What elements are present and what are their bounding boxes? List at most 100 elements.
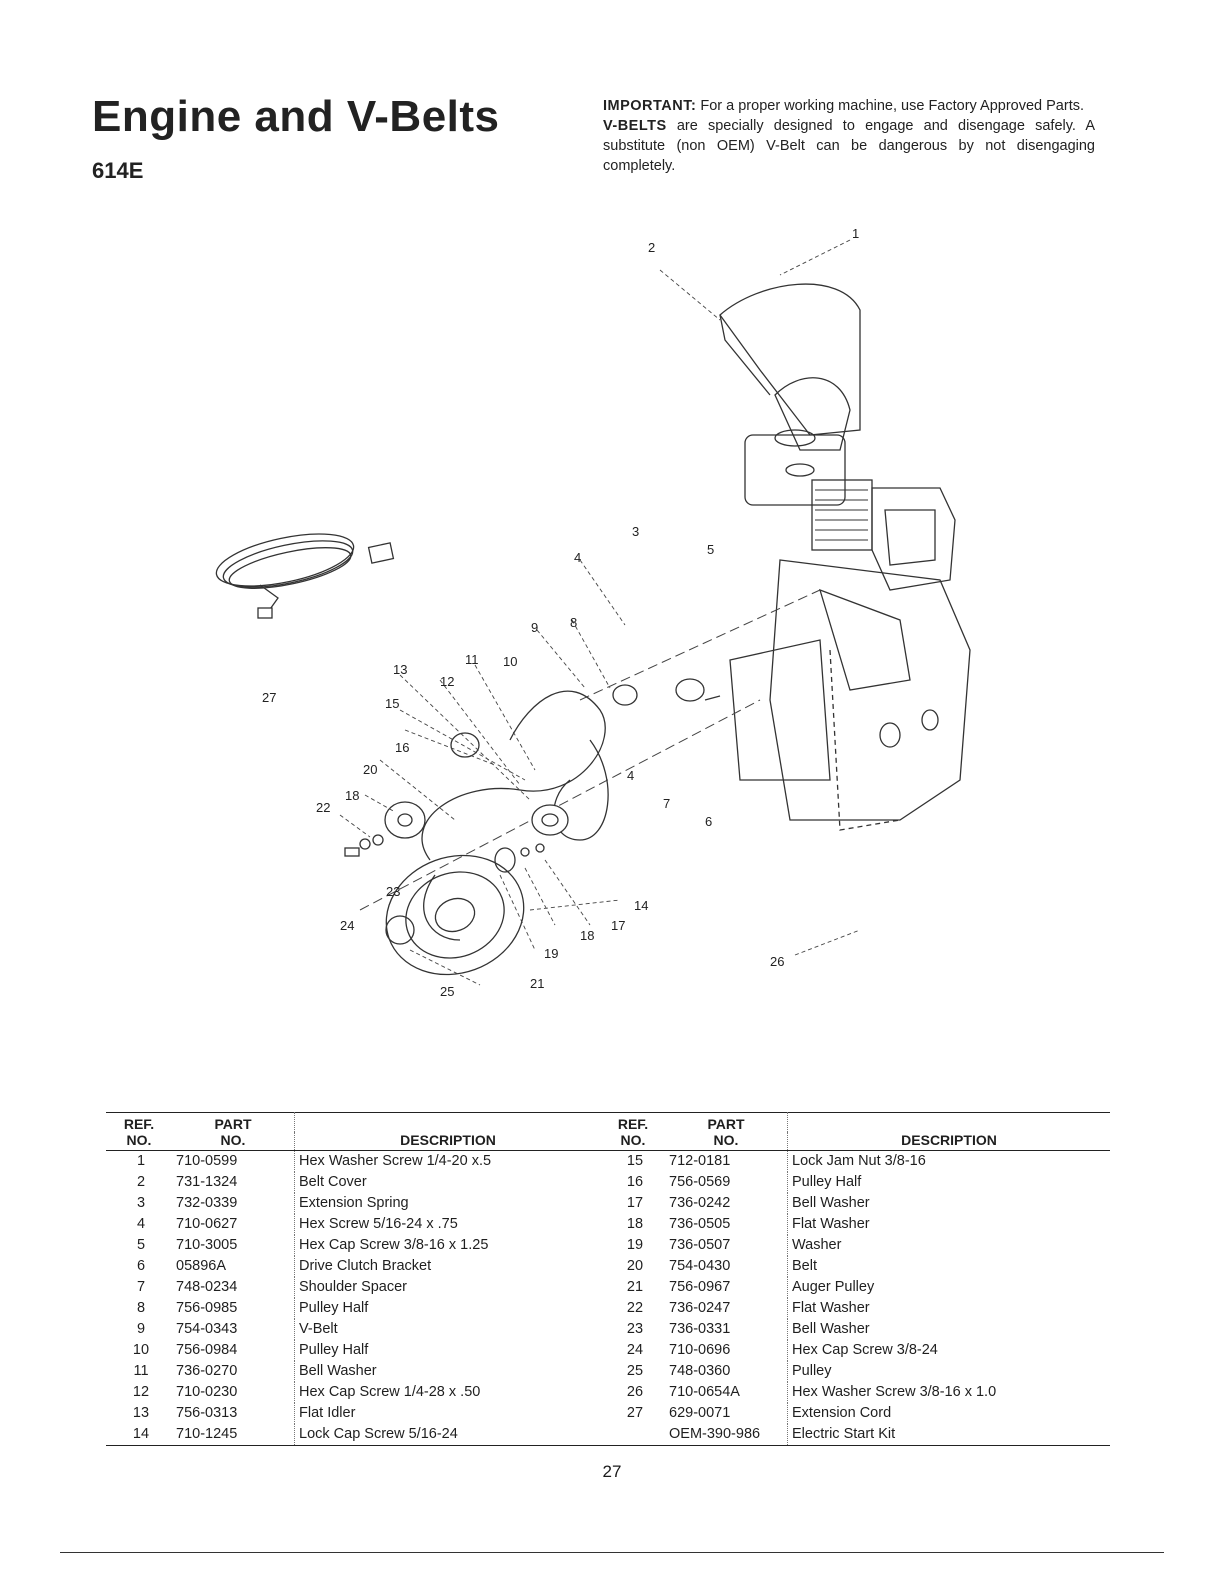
part-no: 710-3005 [176, 1237, 238, 1253]
vbelts-text: are specially designed to engage and dis… [603, 118, 1095, 174]
ref-no: 5 [136, 1237, 146, 1253]
ref-no: 21 [626, 1279, 644, 1295]
ref-no: 8 [136, 1300, 146, 1316]
description: Extension Cord [787, 1403, 1110, 1424]
callout-1: 1 [852, 226, 859, 241]
ref-no: 12 [132, 1384, 150, 1400]
callout-5: 5 [707, 542, 714, 557]
description: Belt [787, 1256, 1110, 1277]
callout-17: 17 [611, 918, 625, 933]
ref-no: 1 [136, 1153, 146, 1169]
callout-3: 3 [632, 524, 639, 539]
callout-4b: 4 [627, 768, 634, 783]
ref-no: 4 [136, 1216, 146, 1232]
engine-drawing [719, 283, 971, 831]
ref-no: 27 [626, 1405, 644, 1421]
table-row: 14 710-1245 Lock Cap Screw 5/16-24 OEM-3… [106, 1424, 1110, 1446]
description: Hex Screw 5/16-24 x .75 [294, 1214, 601, 1235]
table-row: 5 710-3005 Hex Cap Screw 3/8-16 x 1.25 1… [106, 1235, 1110, 1256]
callout-19: 19 [544, 946, 558, 961]
description: Shoulder Spacer [294, 1277, 601, 1298]
callout-6: 6 [705, 814, 712, 829]
description: Extension Spring [294, 1193, 601, 1214]
leader-lines [339, 239, 861, 986]
description: Bell Washer [294, 1361, 601, 1382]
part-no: 736-0242 [669, 1195, 731, 1211]
ref-no: 10 [132, 1342, 150, 1358]
table-row: 13 756-0313 Flat Idler 27 629-0071 Exten… [106, 1403, 1110, 1424]
description: Electric Start Kit [787, 1424, 1110, 1446]
ref-no: 3 [136, 1195, 146, 1211]
description: V-Belt [294, 1319, 601, 1340]
part-no: 736-0331 [669, 1321, 731, 1337]
ref-no: 20 [626, 1258, 644, 1274]
callout-4: 4 [574, 550, 581, 565]
page-title: Engine and V-Belts [92, 92, 500, 141]
part-no: 05896A [176, 1258, 226, 1274]
no-header-left: NO. [106, 1132, 172, 1151]
ref-no: 16 [626, 1174, 644, 1190]
callout-21: 21 [530, 976, 544, 991]
ref-no: 26 [626, 1384, 644, 1400]
callout-27: 27 [262, 690, 276, 705]
description: Pulley Half [787, 1172, 1110, 1193]
vbelts-label: V-BELTS [603, 118, 667, 134]
ref-no: 17 [626, 1195, 644, 1211]
callout-13: 13 [393, 662, 407, 677]
table-row: 1 710-0599 Hex Washer Screw 1/4-20 x.5 1… [106, 1150, 1110, 1172]
important-text: For a proper working machine, use Factor… [700, 98, 1084, 114]
callout-2: 2 [648, 240, 655, 255]
description: Hex Cap Screw 3/8-24 [787, 1340, 1110, 1361]
description: Flat Washer [787, 1214, 1110, 1235]
callout-labels: 1 2 3 4 5 4 7 6 8 9 10 11 12 13 15 16 20… [262, 226, 859, 999]
description: Flat Washer [787, 1298, 1110, 1319]
part-no: 756-0985 [176, 1300, 238, 1316]
part-no: 756-0984 [176, 1342, 238, 1358]
part-no: 629-0071 [669, 1405, 731, 1421]
shaft-centerline [359, 589, 821, 911]
ref-no: 22 [626, 1300, 644, 1316]
description: Pulley [787, 1361, 1110, 1382]
callout-10: 10 [503, 654, 517, 669]
ref-no: 13 [132, 1405, 150, 1421]
part-header-left: PART [214, 1116, 252, 1132]
extension-cord-drawing [215, 533, 395, 619]
callout-15: 15 [385, 696, 399, 711]
table-row: 10 756-0984 Pulley Half 24 710-0696 Hex … [106, 1340, 1110, 1361]
description: Pulley Half [294, 1298, 601, 1319]
callout-24: 24 [340, 918, 354, 933]
description: Hex Washer Screw 3/8-16 x 1.0 [787, 1382, 1110, 1403]
ref-header-left: REF. [123, 1116, 155, 1132]
part-no: 756-0313 [176, 1405, 238, 1421]
parts-list-table: REF. PART REF. PART NO. NO. DESCRIPTION … [106, 1112, 1110, 1446]
partno-header-left: NO. [172, 1132, 295, 1151]
callout-22: 22 [316, 800, 330, 815]
ref-no [601, 1424, 665, 1446]
description: Hex Cap Screw 1/4-28 x .50 [294, 1382, 601, 1403]
table-row: 6 05896A Drive Clutch Bracket 20 754-043… [106, 1256, 1110, 1277]
description: Belt Cover [294, 1172, 601, 1193]
table-row: 3 732-0339 Extension Spring 17 736-0242 … [106, 1193, 1110, 1214]
ref-no: 25 [626, 1363, 644, 1379]
part-no: 748-0234 [176, 1279, 238, 1295]
callout-18: 18 [345, 788, 359, 803]
description: Hex Cap Screw 3/8-16 x 1.25 [294, 1235, 601, 1256]
description: Washer [787, 1235, 1110, 1256]
description: Lock Cap Screw 5/16-24 [294, 1424, 601, 1446]
ref-no: 15 [626, 1153, 644, 1169]
description: Lock Jam Nut 3/8-16 [787, 1150, 1110, 1172]
description-header-right: DESCRIPTION [787, 1132, 1110, 1151]
table-row: 11 736-0270 Bell Washer 25 748-0360 Pull… [106, 1361, 1110, 1382]
part-no: 710-0654A [669, 1384, 740, 1400]
belts-and-pulleys-drawing [344, 678, 721, 976]
description: Pulley Half [294, 1340, 601, 1361]
table-row: 12 710-0230 Hex Cap Screw 1/4-28 x .50 2… [106, 1382, 1110, 1403]
table-row: 8 756-0985 Pulley Half 22 736-0247 Flat … [106, 1298, 1110, 1319]
part-header-right: PART [707, 1116, 745, 1132]
callout-16: 16 [395, 740, 409, 755]
description: Flat Idler [294, 1403, 601, 1424]
ref-no: 6 [136, 1258, 146, 1274]
ref-no: 23 [626, 1321, 644, 1337]
no-header-right: NO. [601, 1132, 665, 1151]
part-no: 736-0505 [669, 1216, 731, 1232]
